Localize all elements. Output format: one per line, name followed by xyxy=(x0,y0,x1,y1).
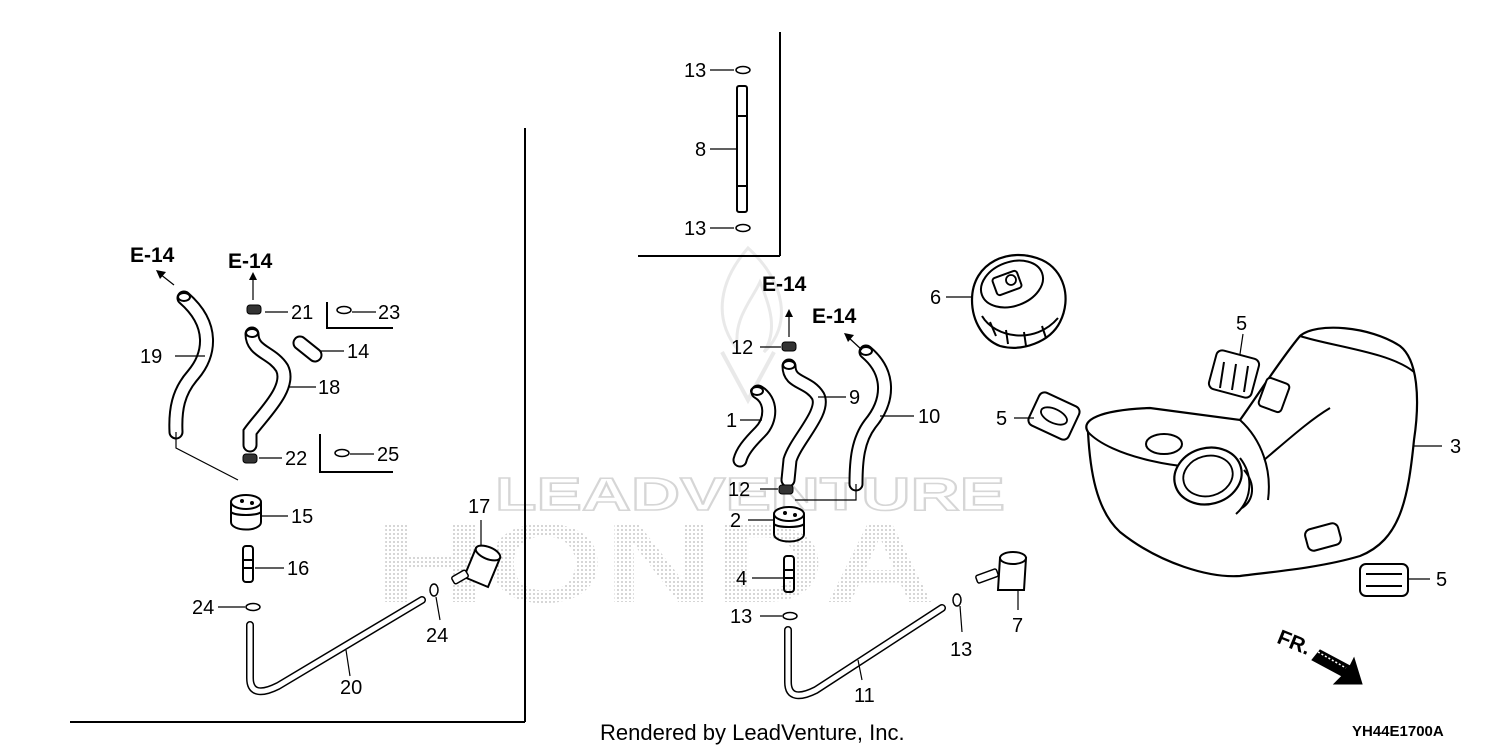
callout-13-inset-bottom[interactable]: 13 xyxy=(684,218,706,240)
part-22-clip xyxy=(242,453,258,464)
part-21-clip xyxy=(246,304,262,315)
callout-9[interactable]: 9 xyxy=(849,387,860,409)
callout-22[interactable]: 22 xyxy=(285,448,307,470)
middle-leaders xyxy=(740,309,1019,681)
leadventure-flame-logo xyxy=(720,245,783,405)
part-3-fuel-tank xyxy=(1085,326,1419,578)
callout-21[interactable]: 21 xyxy=(291,302,313,324)
callout-15[interactable]: 15 xyxy=(291,506,313,528)
part-24-clip-right xyxy=(429,583,439,597)
ref-e14-left-b[interactable]: E-14 xyxy=(228,250,273,273)
part-14-elbow xyxy=(292,335,323,363)
callout-5-bottom[interactable]: 5 xyxy=(1436,569,1447,591)
part-2-grommet xyxy=(773,506,805,543)
part-19-hose xyxy=(168,290,214,440)
callout-7[interactable]: 7 xyxy=(1012,615,1023,637)
part-7-filter xyxy=(975,551,1028,591)
part-17-filter xyxy=(451,544,502,589)
part-9-hose xyxy=(780,358,827,488)
callout-12-top[interactable]: 12 xyxy=(731,337,753,359)
part-18-hose xyxy=(242,326,292,453)
part-20-fuel-line xyxy=(246,596,426,696)
callout-20[interactable]: 20 xyxy=(340,677,362,699)
part-12-clip-top xyxy=(781,341,797,352)
part-23-clip xyxy=(336,305,352,315)
part-13-clip-inset-bottom xyxy=(735,223,751,233)
callout-16[interactable]: 16 xyxy=(287,558,309,580)
part-15-grommet xyxy=(230,494,262,531)
callout-5-top[interactable]: 5 xyxy=(1236,313,1247,335)
callout-17[interactable]: 17 xyxy=(468,496,490,518)
callout-24-left[interactable]: 24 xyxy=(192,597,214,619)
arrow-dots xyxy=(1317,651,1347,669)
part-8-tube xyxy=(736,85,748,213)
honda-watermark: HONDA xyxy=(375,501,935,626)
footer-rendered-by: Rendered by LeadVenture, Inc. xyxy=(600,720,905,745)
callout-8[interactable]: 8 xyxy=(695,139,706,161)
left-leaders xyxy=(156,270,482,677)
callout-18[interactable]: 18 xyxy=(318,377,340,399)
part-1-hose xyxy=(732,384,777,468)
part-6-fuel-cap xyxy=(970,253,1067,349)
callout-13-inset-top[interactable]: 13 xyxy=(684,60,706,82)
callout-3[interactable]: 3 xyxy=(1450,436,1461,458)
callout-5-left[interactable]: 5 xyxy=(996,408,1007,430)
ref-e14-middle-b[interactable]: E-14 xyxy=(812,305,857,328)
callout-12-bottom[interactable]: 12 xyxy=(728,479,750,501)
part-11-fuel-line xyxy=(784,604,946,700)
callout-13-middle-left[interactable]: 13 xyxy=(730,606,752,628)
callout-23[interactable]: 23 xyxy=(378,302,400,324)
front-direction-arrow xyxy=(1311,649,1363,685)
leadventure-watermark: LEADVENTURE xyxy=(495,468,1005,520)
part-13-clip-mid-right xyxy=(952,593,962,607)
callout-1[interactable]: 1 xyxy=(726,410,737,432)
part-5-damper-bottom xyxy=(1359,563,1409,597)
ref-e14-middle-a[interactable]: E-14 xyxy=(762,273,807,296)
callout-11[interactable]: 11 xyxy=(854,685,875,707)
part-24-clip-left xyxy=(245,602,261,612)
part-16-fitting xyxy=(242,545,254,583)
part-13-clip-top xyxy=(735,65,751,75)
callout-14[interactable]: 14 xyxy=(347,341,369,363)
front-direction-label[interactable]: FR. xyxy=(1274,626,1314,660)
callout-10[interactable]: 10 xyxy=(918,406,940,428)
part-5-damper-top xyxy=(1207,349,1261,399)
callout-24-right[interactable]: 24 xyxy=(426,625,448,647)
diagram-code: YH44E1700A xyxy=(1352,723,1444,740)
callout-13-middle-right[interactable]: 13 xyxy=(950,639,972,661)
callout-4[interactable]: 4 xyxy=(736,568,747,590)
part-5-damper-left xyxy=(1027,391,1081,441)
callout-2[interactable]: 2 xyxy=(730,510,741,532)
part-10-hose xyxy=(848,344,892,492)
ref-e14-left-a[interactable]: E-14 xyxy=(130,244,175,267)
callout-25[interactable]: 25 xyxy=(377,444,399,466)
frame-lines xyxy=(70,32,781,723)
part-25-clip xyxy=(334,448,350,458)
part-13-clip-mid-left xyxy=(782,611,798,621)
part-4-fitting xyxy=(783,555,795,593)
part-12-clip-bottom xyxy=(778,484,794,495)
callout-6[interactable]: 6 xyxy=(930,287,941,309)
callout-19[interactable]: 19 xyxy=(140,346,162,368)
